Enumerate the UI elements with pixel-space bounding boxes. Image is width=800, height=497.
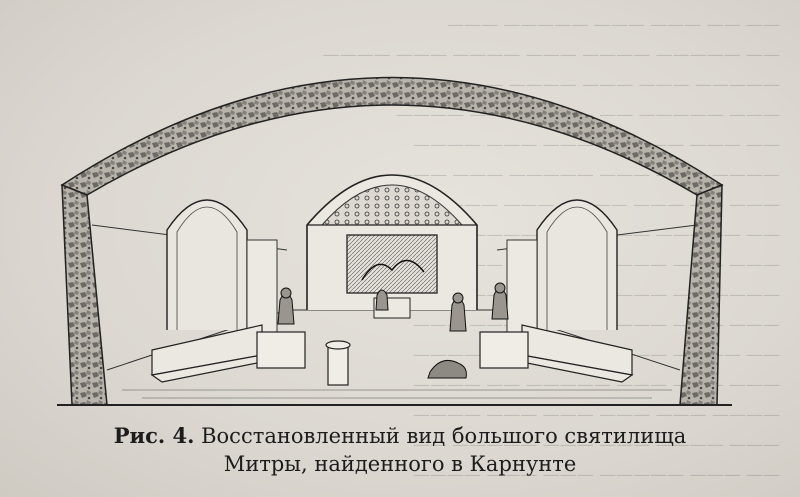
benches <box>150 324 634 383</box>
altars <box>256 331 529 386</box>
caption-line-1: Рис. 4. Восстановленный вид большого свя… <box>40 422 760 450</box>
statues <box>277 282 509 379</box>
left-arch <box>166 199 278 341</box>
caption-text-1: Восстановленный вид большого святилища <box>201 424 687 448</box>
mithraeum-illustration <box>57 76 732 406</box>
outer-vault <box>57 76 732 406</box>
figure-caption: Рис. 4. Восстановленный вид большого свя… <box>40 422 760 478</box>
floor <box>122 389 672 399</box>
central-apse <box>306 174 478 319</box>
figure-label: Рис. 4. <box>113 423 195 448</box>
right-arch <box>506 199 618 341</box>
caption-line-2: Митры, найденного в Карнунте <box>223 452 577 476</box>
tauroctony-relief <box>346 234 438 294</box>
